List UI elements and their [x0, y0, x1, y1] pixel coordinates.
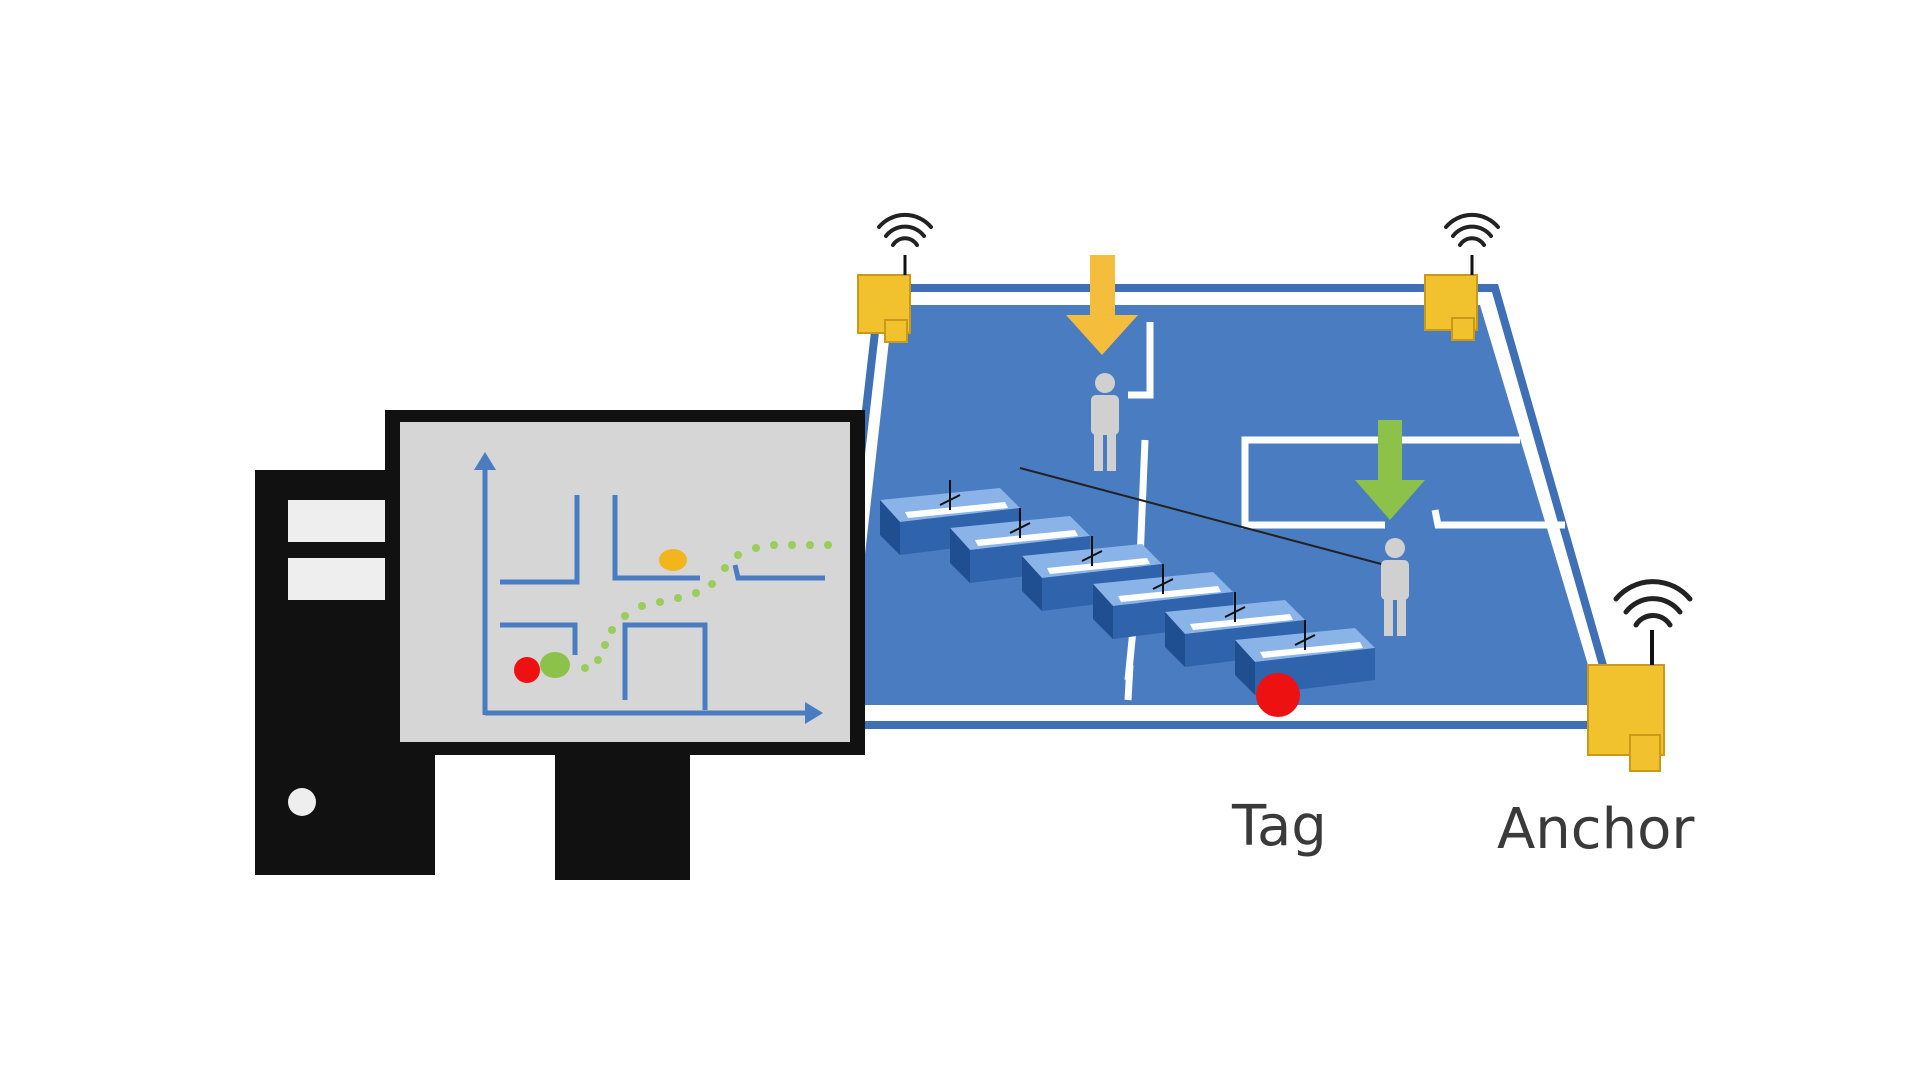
screen-map	[474, 452, 832, 724]
tag-dot-icon	[1256, 673, 1300, 717]
wall-left-room	[1128, 322, 1154, 399]
workstation-row	[880, 480, 1375, 695]
screen-axes	[474, 452, 823, 724]
screen-marker-red	[514, 657, 540, 683]
tag-label: Tag	[1231, 794, 1327, 859]
down-arrow-icon	[1066, 255, 1138, 355]
screen-walls	[500, 495, 825, 710]
wifi-signal-icon	[1613, 579, 1693, 628]
anchor-device-icon	[1587, 630, 1665, 772]
wall-bottom-stub	[1124, 664, 1134, 701]
down-arrow-icon	[1355, 420, 1425, 520]
wall-room-right	[1241, 436, 1495, 529]
connection-line	[1019, 467, 1386, 566]
anchor-device-icon	[857, 255, 911, 343]
wall-room-far-right	[1431, 509, 1565, 529]
screen-path	[581, 541, 832, 672]
monitor-stand	[555, 745, 690, 880]
screen-marker-orange	[659, 549, 687, 571]
person-icon	[1381, 538, 1409, 636]
person-icon	[1091, 373, 1119, 471]
anchor-label: Anchor	[1497, 797, 1695, 862]
wifi-signal-icon	[1444, 212, 1500, 247]
workstation-2	[950, 508, 1090, 583]
workstation-3	[1022, 536, 1162, 611]
wifi-signal-icon	[877, 212, 933, 247]
power-button	[288, 788, 316, 816]
screen-marker-green	[540, 652, 570, 678]
anchor-device-icon	[1424, 255, 1478, 341]
monitor-icon	[385, 410, 865, 755]
